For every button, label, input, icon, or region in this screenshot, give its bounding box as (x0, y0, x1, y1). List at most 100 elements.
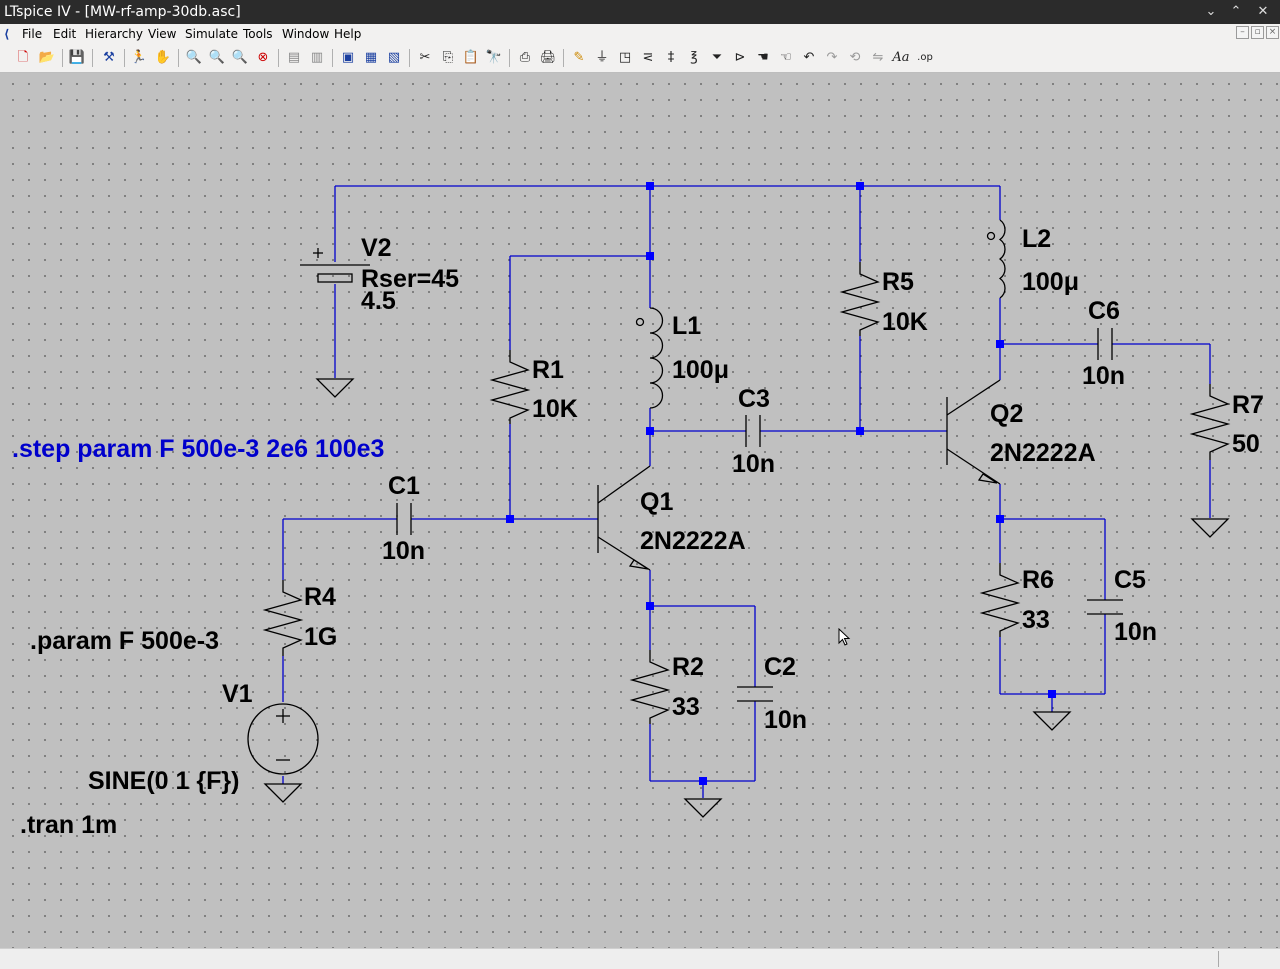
print-setup-icon[interactable]: ⎙ (519, 50, 531, 65)
zoom-out-icon[interactable]: 🔍 (231, 50, 249, 65)
find-icon[interactable]: 🔭 (485, 50, 503, 65)
maximize-icon[interactable]: ⌃ (1230, 4, 1242, 19)
cascade-icon[interactable]: ▣ (341, 50, 355, 65)
layer-icon[interactable]: ▧ (387, 50, 401, 65)
status-bar (0, 948, 1280, 969)
redo-icon[interactable]: ↷ (826, 50, 838, 65)
mdi-minimize-icon[interactable]: – (1236, 26, 1249, 39)
menu-bar: ⟨ File Edit Hierarchy View Simulate Tool… (0, 24, 1280, 45)
paste-icon[interactable]: 📋 (462, 50, 480, 65)
r5-value: 10K (882, 308, 928, 336)
c2-value: 10n (764, 706, 807, 734)
cut-icon[interactable]: ✂ (419, 50, 431, 65)
open-icon[interactable]: 📂 (38, 50, 56, 65)
param-directive: .param F 500e-3 (30, 627, 219, 655)
r5-name: R5 (882, 268, 914, 296)
c6-value: 10n (1082, 362, 1125, 390)
wires (282, 185, 1211, 798)
menu-window[interactable]: Window (282, 27, 330, 41)
spice-directive-icon[interactable]: .op (917, 52, 933, 63)
mirror-icon[interactable]: ⇋ (872, 50, 884, 65)
capacitor-icon[interactable]: ‡ (667, 50, 675, 65)
step-directive: .step param F 500e-3 2e6 100e3 (12, 435, 384, 463)
menu-hierarchy[interactable]: Hierarchy (85, 27, 144, 41)
c3-name: C3 (738, 385, 770, 413)
c1-name: C1 (388, 472, 420, 500)
zoom-in-icon[interactable]: 🔍 (185, 50, 203, 65)
toolbar: 🗋 📂 💾 ⚒ 🏃 ✋ 🔍 🔍 🔍 ⊗ ▤ ▥ ▣ ▦ ▧ ✂ ⎘ 📋 🔭 ⎙ … (0, 44, 1280, 73)
v1-name: V1 (222, 680, 253, 708)
r2-name: R2 (672, 653, 704, 681)
l2-value: 100μ (1022, 268, 1079, 296)
mouse-cursor-icon (838, 628, 851, 646)
ground-icon[interactable]: ⏚ (595, 50, 609, 65)
schematic-canvas[interactable]: V2 Rser=45 4.5 R1 10K L1 100μ C3 10n R5 … (0, 73, 1280, 948)
c6-name: C6 (1088, 297, 1120, 325)
new-schematic-icon[interactable]: 🗋 (17, 50, 29, 65)
r2-value: 33 (672, 693, 700, 721)
v2-name: V2 (361, 234, 392, 262)
v2-value: 4.5 (361, 287, 396, 315)
drag-icon[interactable]: ☜ (780, 50, 792, 65)
q1-value: 2N2222A (640, 527, 746, 555)
v1-value: SINE(0 1 {F}) (88, 767, 239, 795)
q2-name: Q2 (990, 400, 1023, 428)
pan-icon[interactable]: ✋ (154, 50, 172, 65)
draw-wire-icon[interactable]: ✎ (573, 50, 585, 65)
diode-icon[interactable]: ⏷ (711, 50, 723, 65)
menu-tools[interactable]: Tools (243, 27, 273, 41)
window-title: LTspice IV - [MW-rf-amp-30db.asc] (4, 4, 241, 20)
zoom-area-icon[interactable]: 🔍 (208, 50, 226, 65)
l1-name: L1 (672, 312, 701, 340)
r4-value: 1G (304, 623, 337, 651)
inductor-icon[interactable]: ℥ (690, 50, 698, 65)
r6-value: 33 (1022, 606, 1050, 634)
mdi-restore-icon[interactable]: ▫ (1251, 26, 1264, 39)
text-icon[interactable]: Aa (892, 50, 910, 65)
c2-name: C2 (764, 653, 796, 681)
tile-horizontal-icon[interactable]: ▤ (287, 50, 301, 65)
save-icon[interactable]: 💾 (68, 50, 86, 65)
menu-simulate[interactable]: Simulate (185, 27, 239, 41)
r7-name: R7 (1232, 391, 1264, 419)
r7-value: 50 (1232, 430, 1260, 458)
tran-directive: .tran 1m (20, 811, 117, 839)
rotate-icon[interactable]: ⟲ (849, 50, 861, 65)
menu-file[interactable]: File (22, 27, 43, 41)
tile-vertical-icon[interactable]: ▥ (310, 50, 324, 65)
app-menu-icon[interactable]: ⟨ (4, 27, 10, 41)
menu-edit[interactable]: Edit (53, 27, 77, 41)
print-icon[interactable]: 🖨 (539, 50, 557, 65)
l1-value: 100μ (672, 356, 729, 384)
menu-help[interactable]: Help (334, 27, 362, 41)
close-window-icon[interactable]: ▦ (364, 50, 378, 65)
title-bar: LTspice IV - [MW-rf-amp-30db.asc] ⌄ ⌃ ✕ (0, 0, 1280, 24)
undo-icon[interactable]: ↶ (803, 50, 815, 65)
component-labels: V2 Rser=45 4.5 R1 10K L1 100μ C3 10n R5 … (88, 225, 1264, 795)
r1-value: 10K (532, 395, 578, 423)
junctions (506, 182, 1056, 785)
move-icon[interactable]: ☚ (757, 50, 769, 65)
control-panel-icon[interactable]: ⚒ (103, 50, 115, 65)
run-icon[interactable]: 🏃 (130, 50, 148, 65)
copy-icon[interactable]: ⎘ (442, 50, 454, 65)
close-icon[interactable]: ✕ (1257, 4, 1269, 19)
q2-value: 2N2222A (990, 439, 1096, 467)
symbols (247, 219, 1231, 818)
l2-name: L2 (1022, 225, 1051, 253)
component-icon[interactable]: ⊳ (734, 50, 746, 65)
minimize-icon[interactable]: ⌄ (1205, 4, 1217, 19)
schematic-drawing: V2 Rser=45 4.5 R1 10K L1 100μ C3 10n R5 … (12, 182, 1264, 839)
label-net-icon[interactable]: ◳ (618, 50, 632, 65)
mdi-close-icon[interactable]: × (1266, 26, 1279, 39)
spice-directives: .step param F 500e-3 2e6 100e3 .param F … (12, 435, 384, 839)
c5-name: C5 (1114, 566, 1146, 594)
v2-param: Rser=45 (361, 265, 459, 293)
r1-name: R1 (532, 356, 564, 384)
c1-value: 10n (382, 537, 425, 565)
menu-view[interactable]: View (148, 27, 177, 41)
zoom-cancel-icon[interactable]: ⊗ (257, 50, 269, 65)
c3-value: 10n (732, 450, 775, 478)
r4-name: R4 (304, 583, 336, 611)
resistor-icon[interactable]: ⋜ (642, 50, 654, 65)
